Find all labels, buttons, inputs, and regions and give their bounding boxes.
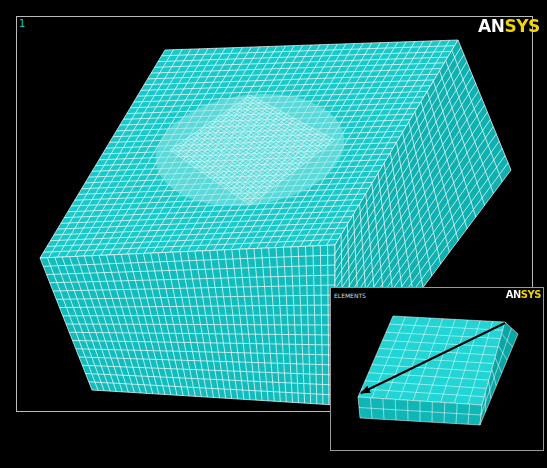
mesh-face bbox=[40, 245, 335, 405]
mesh-lines bbox=[40, 245, 335, 405]
meshed-plate bbox=[358, 316, 518, 425]
mesh-face bbox=[170, 95, 335, 205]
mesh-face bbox=[358, 316, 505, 405]
meshed-block bbox=[40, 40, 511, 405]
mesh-lines bbox=[480, 322, 518, 425]
refined-mesh-region bbox=[148, 82, 351, 217]
plot-title: ELEMENTS bbox=[334, 293, 366, 299]
diagonal-arrow bbox=[361, 323, 505, 393]
mesh-lines bbox=[170, 95, 335, 205]
software-logo: ANSYS bbox=[506, 290, 541, 300]
viewport-frame bbox=[17, 17, 533, 412]
inset-frame bbox=[331, 288, 544, 451]
mesh-lines bbox=[358, 316, 505, 405]
view-number: 1 bbox=[19, 19, 25, 29]
mesh-face bbox=[358, 397, 482, 425]
mesh-face bbox=[480, 322, 518, 425]
software-logo: ANSYS bbox=[478, 18, 540, 35]
mesh-lines bbox=[358, 397, 482, 425]
